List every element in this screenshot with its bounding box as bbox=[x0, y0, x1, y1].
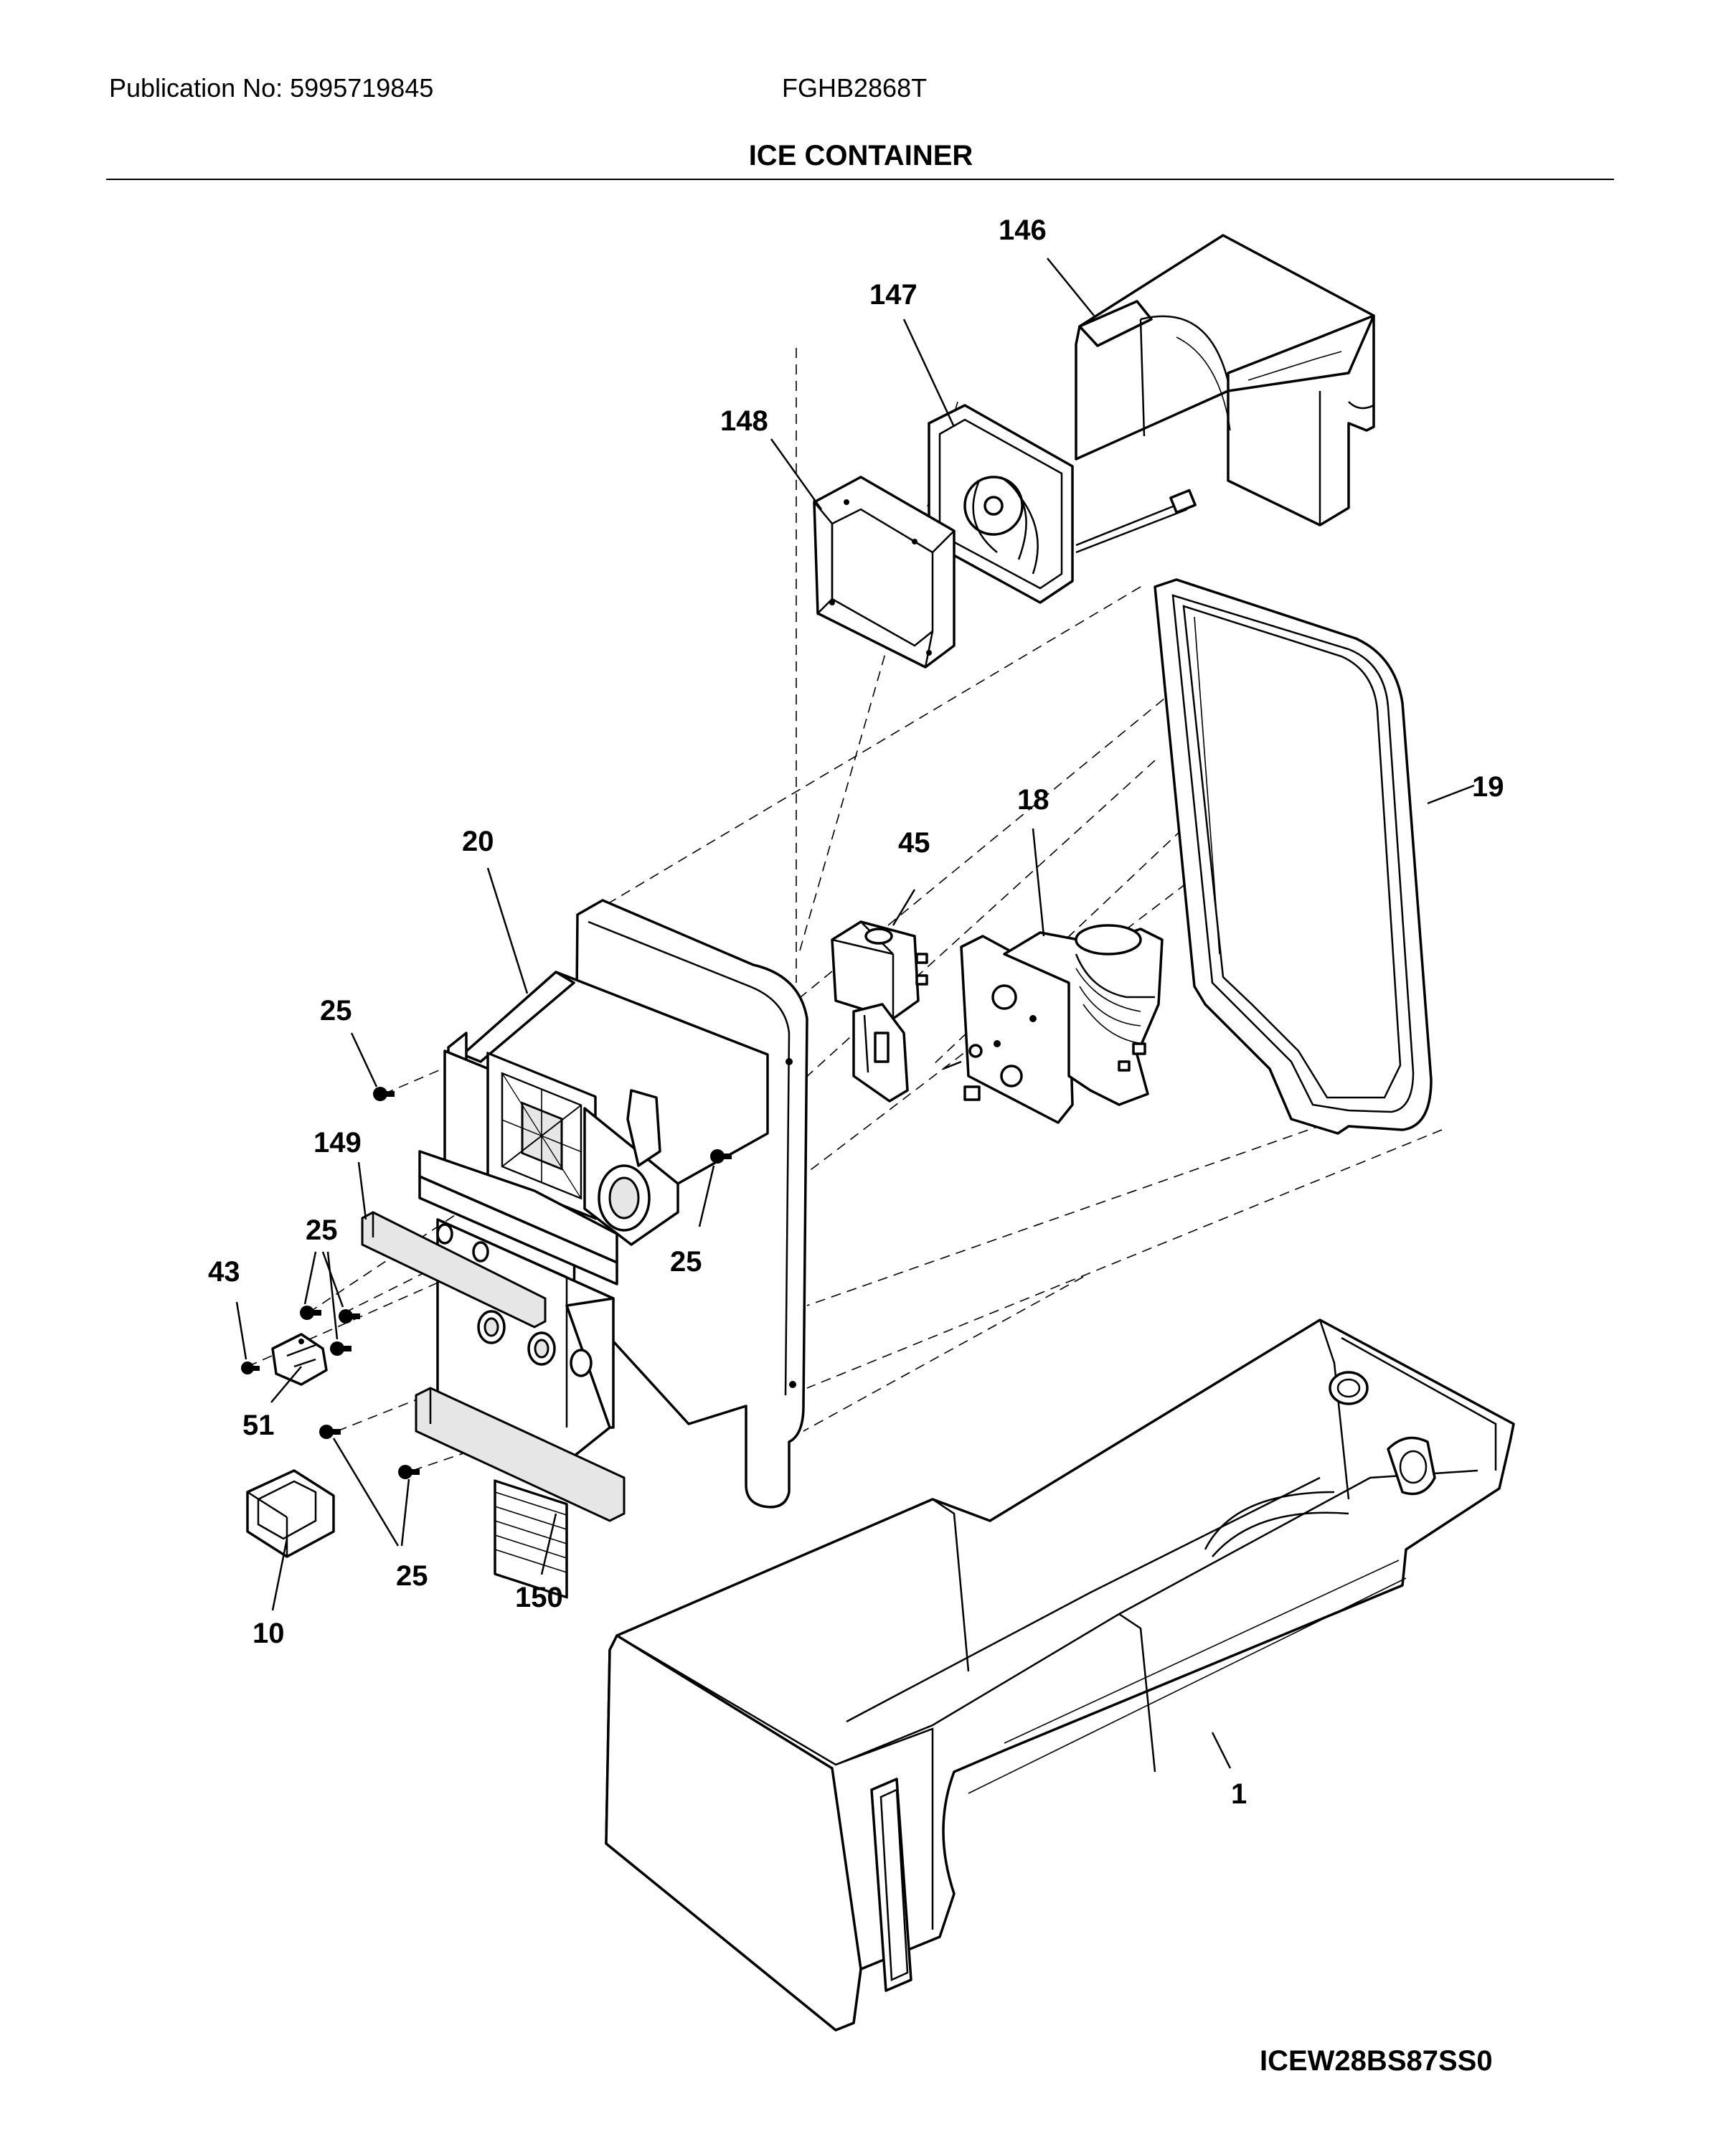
screw bbox=[373, 1087, 395, 1101]
part-149-trim-strip bbox=[361, 1211, 547, 1329]
callout-45: 45 bbox=[898, 827, 930, 859]
screw bbox=[300, 1306, 321, 1320]
callout-18: 18 bbox=[1017, 784, 1049, 816]
part-148-fan-shroud bbox=[813, 476, 956, 669]
callout-19: 19 bbox=[1472, 771, 1504, 803]
screw bbox=[398, 1465, 420, 1479]
screw bbox=[339, 1309, 360, 1324]
callout-20: 20 bbox=[462, 826, 494, 857]
callout-147: 147 bbox=[869, 279, 917, 311]
callout-25: 25 bbox=[670, 1246, 702, 1278]
part-1-ice-container bbox=[605, 1318, 1515, 2032]
part-147-fan bbox=[928, 404, 1197, 604]
screw bbox=[319, 1425, 341, 1439]
part-10-bracket bbox=[246, 1469, 335, 1558]
callout-10: 10 bbox=[253, 1618, 285, 1649]
callout-146: 146 bbox=[999, 214, 1047, 246]
title-divider bbox=[106, 179, 1614, 180]
model-number: FGHB2868T bbox=[782, 73, 928, 103]
screws bbox=[241, 1087, 732, 1479]
callout-148: 148 bbox=[720, 405, 768, 437]
callout-labels: 146 147 148 19 18 45 20 25 149 25 43 25 … bbox=[208, 214, 1504, 2077]
part-18-motor bbox=[943, 924, 1164, 1124]
publication-number: Publication No: 5995719845 bbox=[109, 73, 434, 103]
callout-1: 1 bbox=[1231, 1778, 1247, 1810]
part-150-trim-strip bbox=[415, 1387, 626, 1522]
callout-25: 25 bbox=[396, 1560, 428, 1592]
part-20-housing bbox=[418, 899, 808, 1599]
part-19-gasket bbox=[1154, 578, 1433, 1135]
part-146-air-duct bbox=[1075, 234, 1375, 527]
callout-25: 25 bbox=[306, 1214, 338, 1246]
housing-vent-grid bbox=[494, 1479, 568, 1599]
callout-43: 43 bbox=[208, 1256, 240, 1288]
callout-150: 150 bbox=[515, 1582, 563, 1613]
callout-25: 25 bbox=[320, 995, 352, 1027]
callout-149: 149 bbox=[313, 1127, 362, 1159]
part-51-clip bbox=[271, 1333, 328, 1386]
callout-51: 51 bbox=[242, 1410, 275, 1441]
screw bbox=[330, 1341, 352, 1356]
screw bbox=[241, 1362, 260, 1374]
page-title: ICE CONTAINER bbox=[748, 140, 973, 171]
screw bbox=[710, 1149, 732, 1164]
leader-lines bbox=[235, 258, 1475, 1769]
figure-code: ICEW28BS87SS0 bbox=[1260, 2045, 1493, 2077]
part-45-solenoid bbox=[831, 920, 928, 1103]
